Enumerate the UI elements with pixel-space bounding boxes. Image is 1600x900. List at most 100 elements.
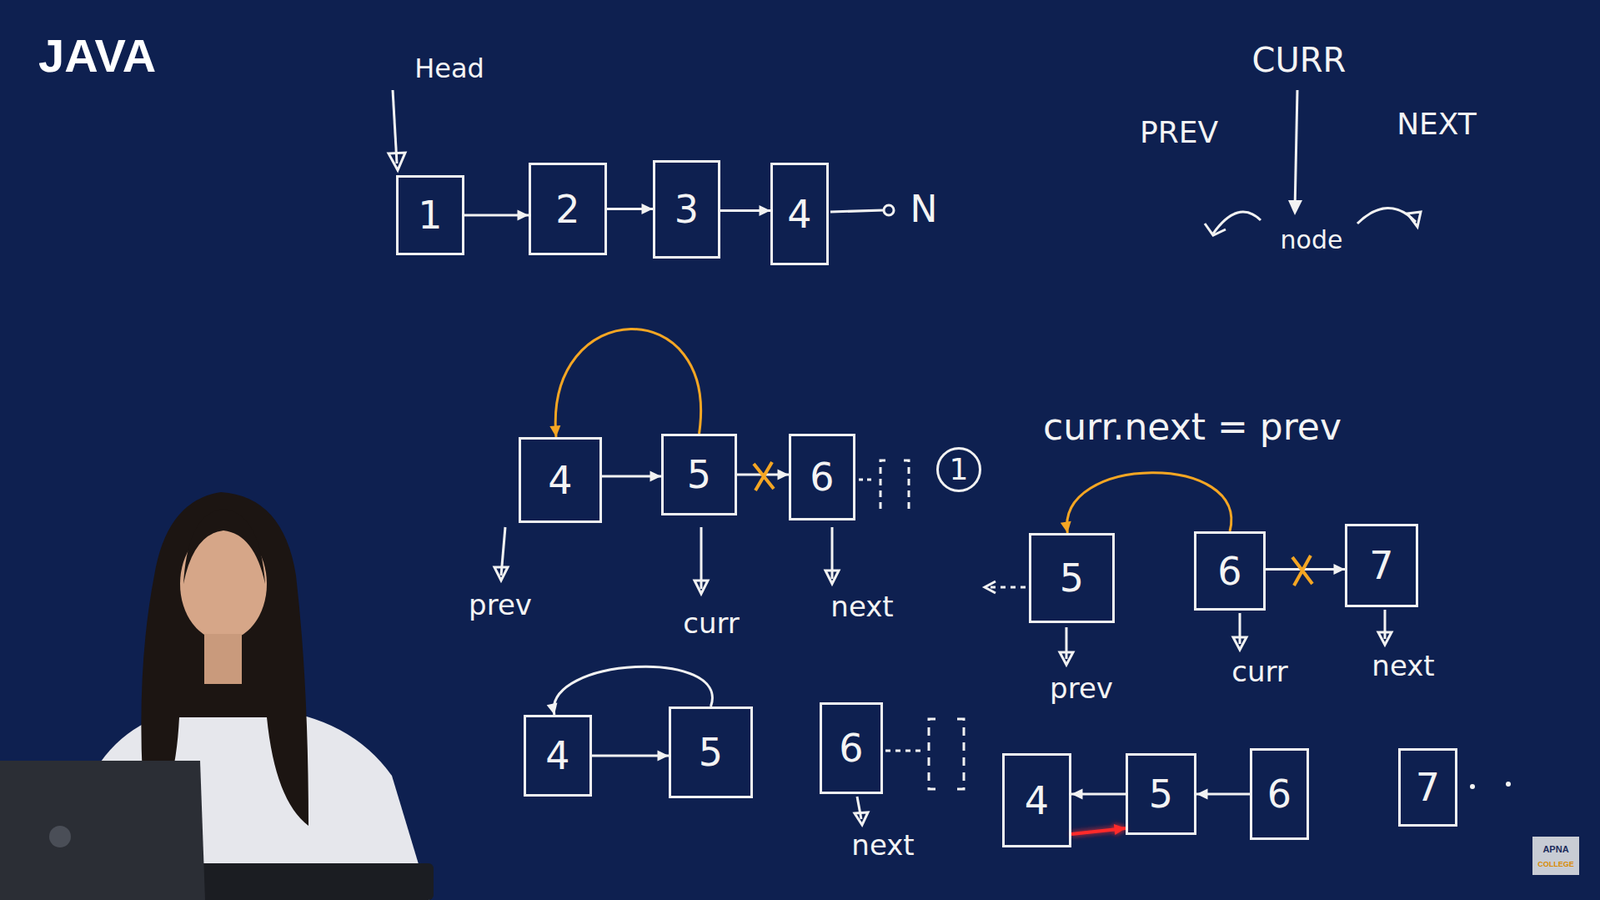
list-node-box: 6 bbox=[819, 702, 883, 794]
list-node-box: 6 bbox=[788, 433, 856, 521]
bracket bbox=[928, 718, 964, 789]
node-value: 4 bbox=[545, 736, 570, 775]
arrow-head bbox=[657, 749, 669, 761]
link-arrow bbox=[1071, 823, 1126, 835]
pointer-line bbox=[1238, 612, 1242, 644]
page-title: JAVA bbox=[38, 30, 156, 82]
list-node-box: 7 bbox=[1398, 747, 1458, 827]
logo-box bbox=[1532, 836, 1580, 875]
arrow-head bbox=[494, 566, 508, 581]
board-note: next bbox=[1371, 649, 1435, 683]
list-node-box: 4 bbox=[770, 162, 829, 266]
link-arrow bbox=[1196, 787, 1250, 799]
list-node-box: 7 bbox=[1344, 523, 1419, 607]
arrow-head bbox=[641, 203, 653, 215]
board-note: curr.next = prev bbox=[1043, 406, 1342, 449]
list-node-box: 5 bbox=[661, 433, 738, 516]
list-node-box: 6 bbox=[1193, 531, 1266, 611]
arrow-head bbox=[1071, 787, 1084, 799]
node-value: 4 bbox=[547, 461, 572, 500]
link-arrow bbox=[1060, 472, 1232, 533]
link-arrow bbox=[549, 328, 701, 437]
ellipsis-dot bbox=[1505, 781, 1511, 787]
node-value: 5 bbox=[1148, 774, 1174, 813]
board-note: N bbox=[910, 188, 938, 231]
pointer-line bbox=[1065, 626, 1069, 659]
list-node-box: 4 bbox=[523, 714, 592, 797]
node-value: 1 bbox=[949, 454, 969, 485]
curr-pointer bbox=[1294, 90, 1298, 211]
null-dot bbox=[883, 205, 894, 216]
list-node-box: 3 bbox=[652, 160, 721, 259]
laptop bbox=[0, 760, 206, 900]
link-arrow bbox=[464, 209, 529, 221]
arrow-head bbox=[1060, 521, 1072, 533]
dashed-link bbox=[885, 749, 926, 753]
node-value: 5 bbox=[698, 732, 723, 772]
list-node-box: 2 bbox=[528, 162, 607, 256]
arrow-head bbox=[1378, 631, 1392, 645]
board-note: NEXT bbox=[1396, 106, 1477, 141]
presenter-neck bbox=[204, 633, 242, 684]
arrow-head bbox=[1407, 211, 1421, 227]
arrow-head bbox=[549, 425, 561, 437]
arrow-head bbox=[1204, 223, 1226, 236]
link-arrow bbox=[591, 749, 669, 761]
arrow-head bbox=[694, 580, 708, 594]
list-node-box: 1 bbox=[396, 175, 465, 256]
board-note: Head bbox=[414, 53, 485, 85]
node-value: 6 bbox=[809, 457, 834, 497]
board-note: curr bbox=[682, 606, 740, 640]
link-arrow bbox=[720, 205, 771, 216]
link-arrow bbox=[601, 470, 662, 482]
board-note: CURR bbox=[1252, 40, 1347, 80]
arrow-head bbox=[758, 205, 771, 216]
arrow-head bbox=[1196, 787, 1209, 799]
arrow-head bbox=[1288, 200, 1303, 216]
board-note: prev bbox=[1049, 672, 1114, 705]
board-note: PREV bbox=[1139, 115, 1219, 150]
cut-mark bbox=[1292, 555, 1313, 586]
next-curl-arrow bbox=[1357, 207, 1416, 224]
list-node-box: 4 bbox=[518, 436, 602, 523]
presenter-fringe bbox=[183, 508, 266, 584]
arrow-head bbox=[777, 468, 789, 480]
board-note: next bbox=[851, 828, 914, 862]
arrow-head bbox=[1059, 652, 1074, 665]
step-circle: 1 bbox=[936, 446, 982, 492]
node-value: 3 bbox=[674, 190, 699, 229]
list-node-box: 5 bbox=[1028, 532, 1115, 623]
node-value: 6 bbox=[1217, 551, 1242, 591]
list-node-box: 5 bbox=[668, 706, 753, 798]
logo-text: APNA bbox=[1542, 843, 1569, 855]
laptop-logo bbox=[49, 825, 71, 848]
board-note: next bbox=[830, 590, 893, 623]
arrow-head bbox=[1233, 636, 1247, 650]
bracket bbox=[880, 460, 909, 509]
logo-text: COLLEGE bbox=[1537, 859, 1575, 868]
arrow-head bbox=[388, 152, 406, 171]
link-line bbox=[555, 328, 701, 437]
node-value: 6 bbox=[1267, 774, 1292, 813]
node-value: 1 bbox=[417, 195, 442, 235]
board-note: prev bbox=[468, 588, 532, 622]
null-link bbox=[830, 210, 884, 212]
arrow-head bbox=[649, 470, 662, 482]
link-line bbox=[591, 754, 669, 758]
arrow-head bbox=[984, 581, 996, 593]
arrow-head bbox=[546, 702, 558, 715]
prev-curl-arrow bbox=[1213, 211, 1261, 234]
dashed-link bbox=[858, 478, 876, 482]
arrow-head bbox=[825, 570, 839, 584]
list-node-box: 6 bbox=[1249, 747, 1310, 840]
pointer-line bbox=[857, 796, 862, 819]
node-value: 5 bbox=[687, 455, 712, 494]
list-node-box: 5 bbox=[1125, 752, 1197, 835]
arrow-head bbox=[854, 812, 868, 825]
arrow-head bbox=[1113, 823, 1126, 835]
ellipsis-dot bbox=[1469, 783, 1475, 789]
node-value: 7 bbox=[1369, 546, 1394, 585]
